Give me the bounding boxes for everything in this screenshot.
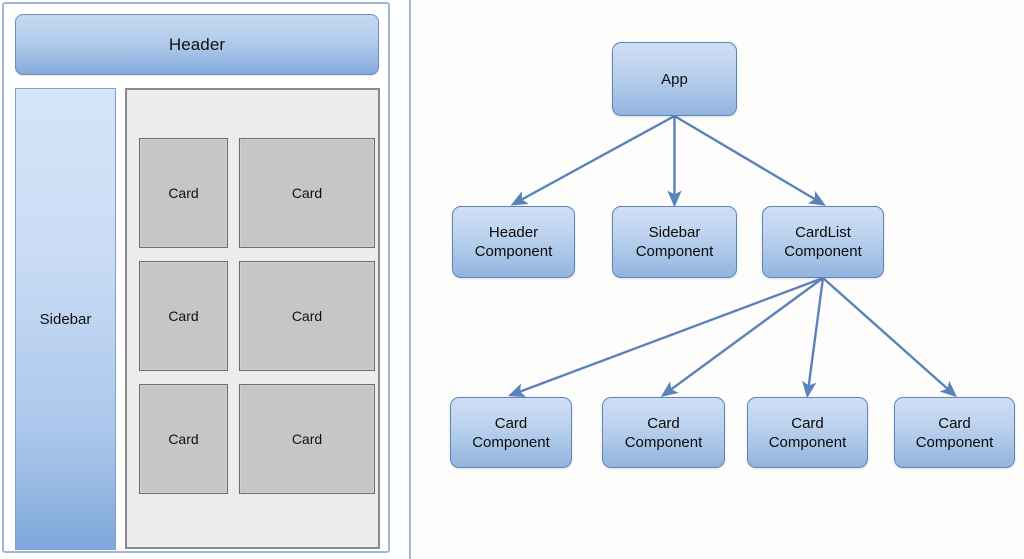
wireframe-card: Card xyxy=(139,261,228,371)
tree-edge-cardlist-to-card1 xyxy=(507,276,824,398)
tree-node-label: Card Component xyxy=(624,414,703,451)
tree-edge-cardlist-to-card4 xyxy=(822,277,958,398)
wireframe-header-block: Header xyxy=(15,14,379,75)
tree-node-card2[interactable]: Card Component xyxy=(602,397,725,468)
wireframe-card: Card xyxy=(139,384,228,494)
tree-node-label: Sidebar Component xyxy=(635,224,714,260)
tree-node-card4[interactable]: Card Component xyxy=(894,397,1015,468)
tree-edge-cardlist-to-card3 xyxy=(802,277,825,399)
tree-edge-cardlist-to-card2 xyxy=(660,277,824,397)
tree-edge-app-to-header xyxy=(510,114,676,206)
wireframe-card-label: Card xyxy=(168,431,199,447)
wireframe-card-label: Card xyxy=(168,185,199,201)
wireframe-card: Card xyxy=(239,261,375,371)
wireframe-card-label: Card xyxy=(291,185,323,201)
tree-node-app[interactable]: App xyxy=(612,42,737,116)
tree-edges-layer xyxy=(507,114,958,399)
tree-node-label: Header Component xyxy=(474,224,553,260)
tree-node-label: CardList Component xyxy=(784,224,862,260)
tree-node-label: Card Component xyxy=(915,414,994,451)
wireframe-header-label: Header xyxy=(168,34,226,54)
tree-node-sidebar[interactable]: Sidebar Component xyxy=(612,206,737,278)
wireframe-sidebar-block: Sidebar xyxy=(15,88,116,550)
tree-node-card1[interactable]: Card Component xyxy=(450,397,572,468)
tree-node-cardlist[interactable]: CardList Component xyxy=(762,206,884,278)
wireframe-card-label: Card xyxy=(168,308,199,324)
tree-edge-app-to-cardlist xyxy=(673,114,826,206)
tree-node-card3[interactable]: Card Component xyxy=(747,397,868,468)
wireframe-card: Card xyxy=(139,138,228,248)
tree-node-label: Card Component xyxy=(768,414,847,451)
wireframe-sidebar-label: Sidebar xyxy=(39,310,92,328)
wireframe-card-label: Card xyxy=(291,431,323,447)
wireframe-card: Card xyxy=(239,138,375,248)
tree-node-label: App xyxy=(661,70,688,88)
wireframe-card: Card xyxy=(239,384,375,494)
tree-node-label: Card Component xyxy=(472,414,550,451)
tree-node-header[interactable]: Header Component xyxy=(452,206,575,278)
wireframe-card-label: Card xyxy=(291,308,323,324)
